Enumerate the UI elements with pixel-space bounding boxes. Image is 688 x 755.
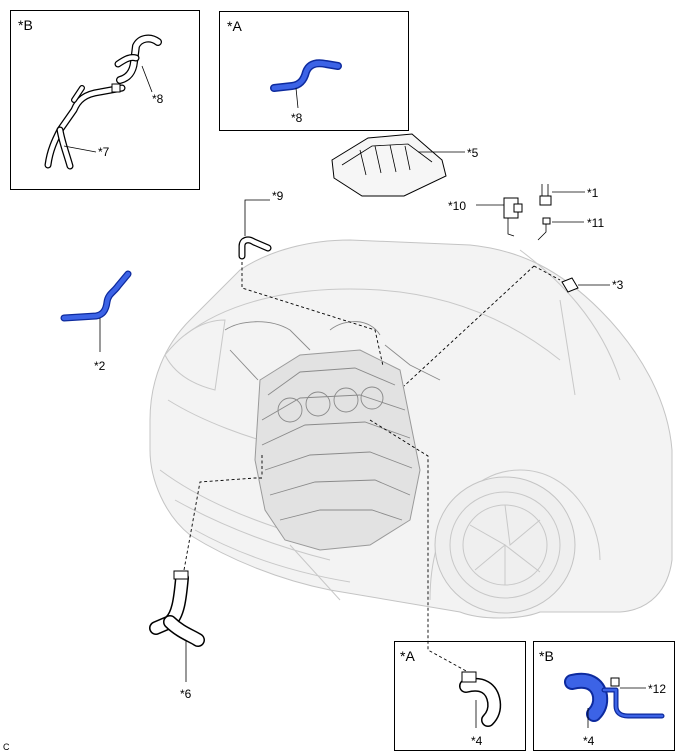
hose-9: *9 [238, 189, 284, 260]
label-p4-a: *4 [471, 734, 483, 748]
part-11: *11 [537, 216, 604, 241]
hose-12-blue [601, 677, 665, 719]
label-p6: *6 [180, 687, 192, 701]
label-p10: *10 [448, 199, 466, 213]
hose-8-white [114, 34, 162, 84]
label-p4-b: *4 [583, 734, 595, 748]
label-p3: *3 [612, 278, 624, 292]
hose-6: *6 [149, 570, 205, 701]
label-p12: *12 [648, 682, 666, 696]
label-p11: *11 [587, 216, 604, 230]
detail-box-a-bottom: *A *4 [394, 641, 526, 751]
reference-dashed-lines [183, 262, 561, 673]
label-p2: *2 [94, 359, 106, 373]
part-10: *10 [448, 197, 523, 237]
hose-8-blue [270, 59, 342, 92]
detail-box-b-bottom: *B *12 *4 [533, 641, 675, 751]
engine-assembly [224, 321, 441, 551]
detail-box-a-top: *A *8 [219, 11, 409, 131]
label-p7: *7 [98, 145, 110, 159]
detail-box-b-top: *B *8 *7 [10, 10, 200, 190]
box-label-b-bottom: *B [539, 648, 554, 664]
part-1: *1 [539, 184, 599, 206]
hose-4-white [459, 671, 502, 727]
hose-4-blue [564, 672, 609, 722]
label-p8-b: *8 [152, 92, 164, 106]
label-p1: *1 [587, 186, 599, 200]
hose-2-blue: *2 [60, 270, 132, 373]
box-label-b-top: *B [18, 17, 33, 33]
box-label-a-top: *A [227, 18, 242, 34]
engine-cover-part-5: *5 [331, 133, 479, 197]
label-p5: *5 [467, 146, 479, 160]
hose-7-white [44, 83, 126, 170]
label-p9: *9 [272, 189, 284, 203]
box-label-a-bottom: *A [400, 648, 415, 664]
corner-code: C [3, 742, 10, 752]
label-p8-a: *8 [291, 111, 303, 125]
part-3: *3 [561, 277, 624, 293]
